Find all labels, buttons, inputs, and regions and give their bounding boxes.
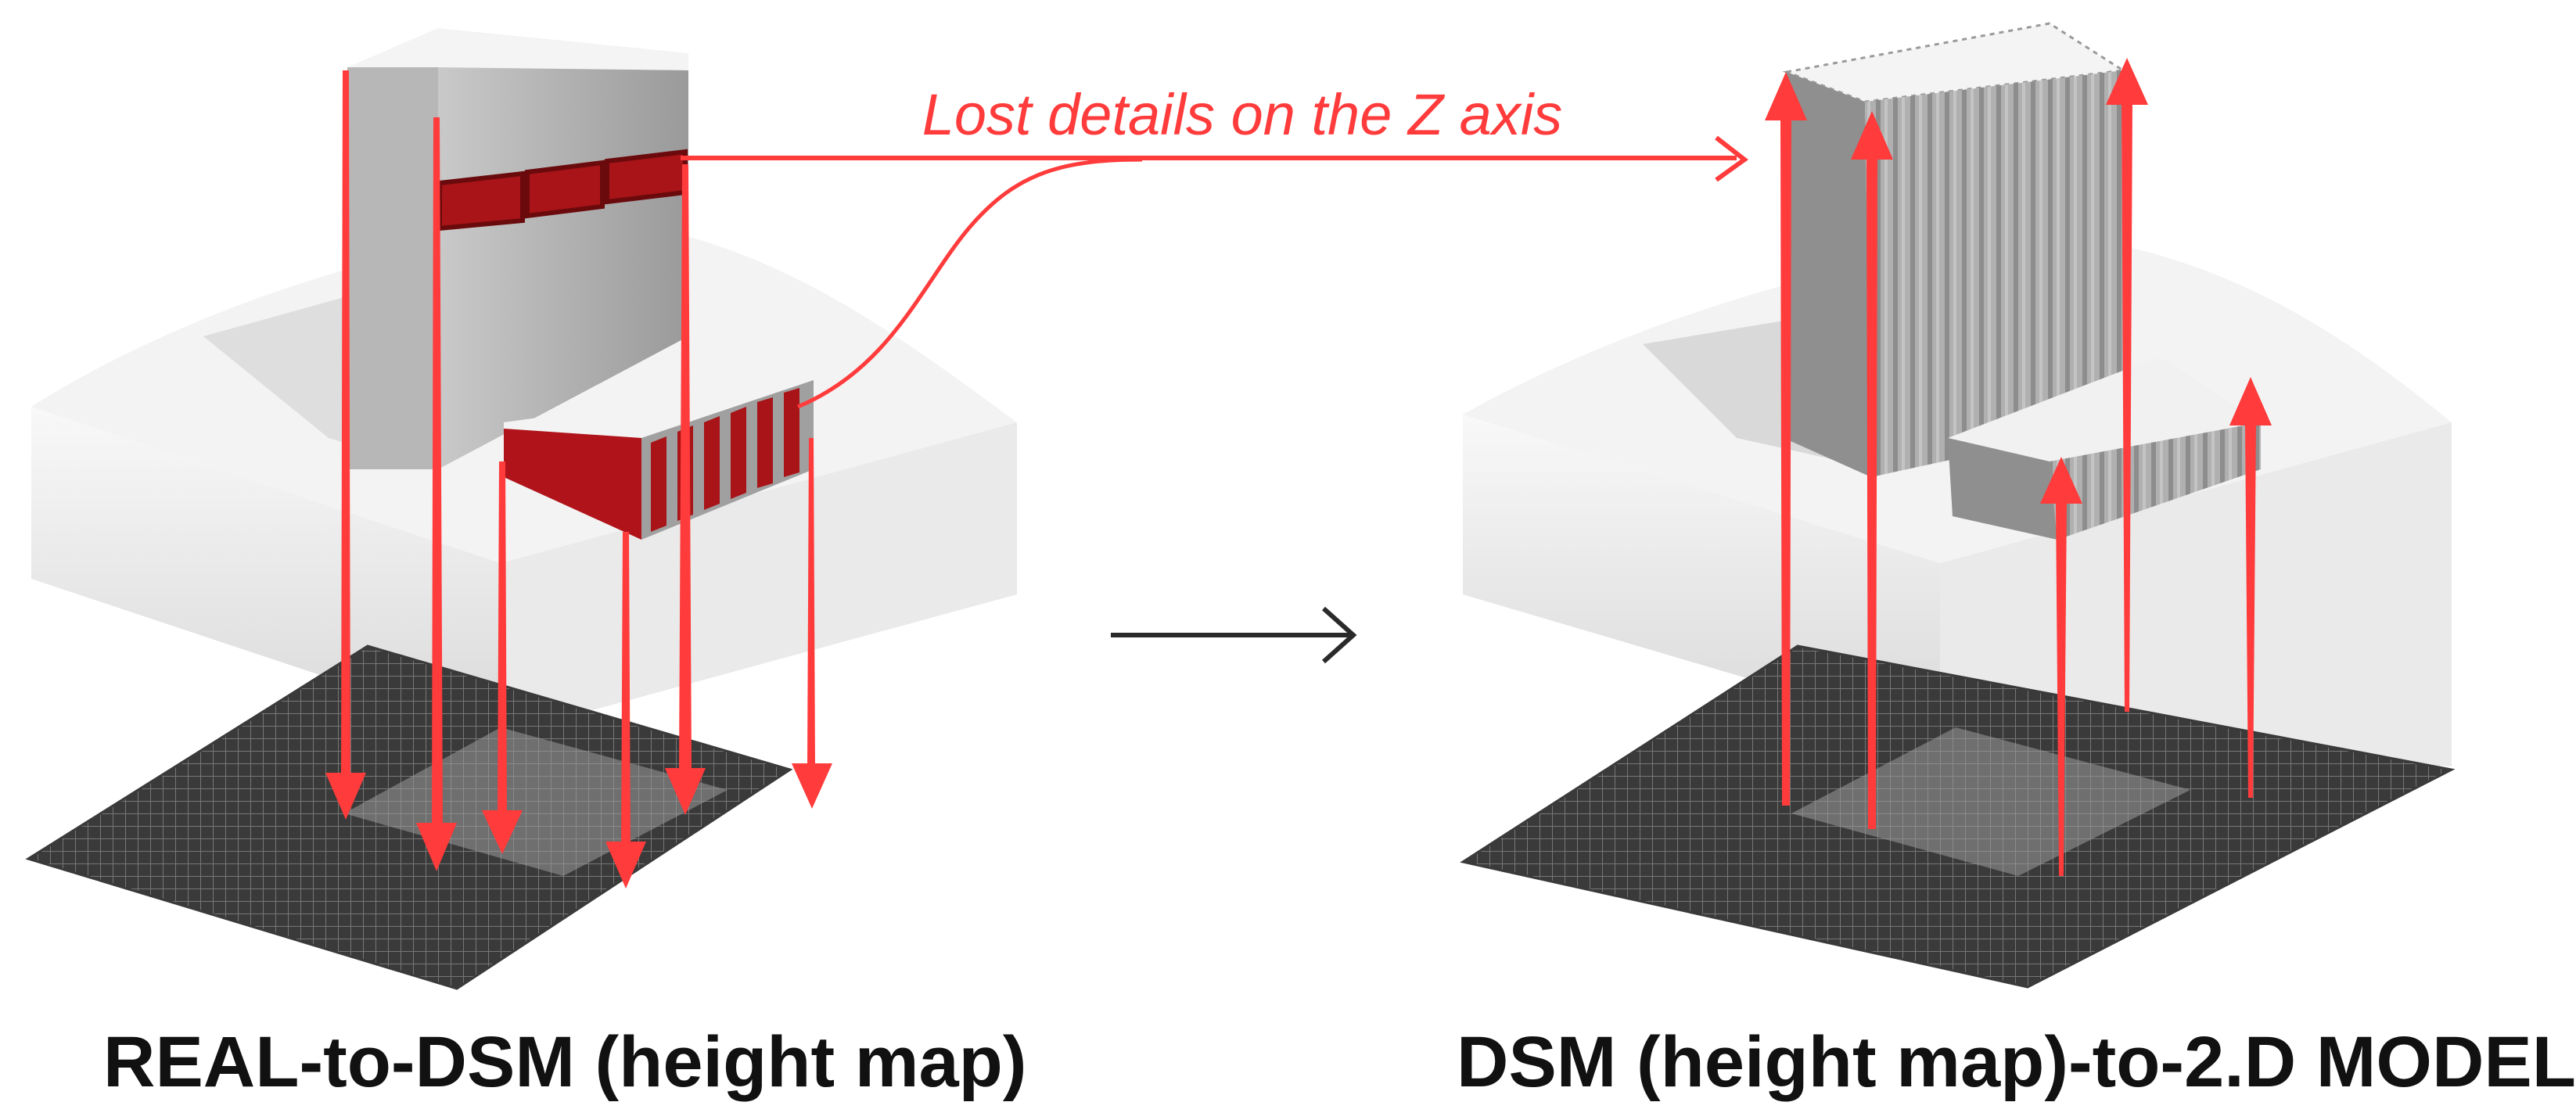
- projection-arrows-down: [325, 70, 832, 888]
- tall-building: [347, 28, 688, 469]
- left-scene: [25, 28, 1017, 990]
- arrow-icon: [2040, 457, 2082, 876]
- annotation-group: Lost details on the Z axis: [681, 82, 1749, 409]
- arrow-icon: [2106, 58, 2148, 712]
- projection-arrows-up: [1765, 58, 2272, 876]
- window-detail: [605, 149, 688, 205]
- arrow-icon: [665, 164, 706, 815]
- arrow-icon: [792, 438, 832, 809]
- arrow-icon: [1765, 72, 1807, 806]
- caption-left: REAL-to-DSM (height map): [103, 1022, 1027, 1102]
- arrow-icon: [325, 70, 366, 820]
- right-arrow-icon: [1111, 606, 1357, 664]
- dsm-annex-building: [1948, 357, 2261, 540]
- dsm-tall-building: [1782, 22, 2127, 477]
- annotation-arrowhead: [1715, 135, 1749, 182]
- window-detail: [437, 171, 525, 232]
- annotation-curve: [797, 157, 1143, 409]
- arrow-icon: [1851, 111, 1893, 829]
- arrow-icon: [605, 532, 646, 888]
- arrow-icon: [2229, 377, 2272, 798]
- diagram-canvas: Lost details on the Z axis: [25, 22, 2456, 990]
- annotation-text: Lost details on the Z axis: [922, 82, 1563, 147]
- right-footprint: [1791, 727, 2190, 876]
- caption-right: DSM (height map)-to-2.D MODEL: [1457, 1022, 2576, 1102]
- window-detail: [525, 160, 605, 219]
- right-scene: [1460, 22, 2456, 989]
- arrow-icon: [416, 117, 457, 871]
- arrow-icon: [482, 461, 523, 854]
